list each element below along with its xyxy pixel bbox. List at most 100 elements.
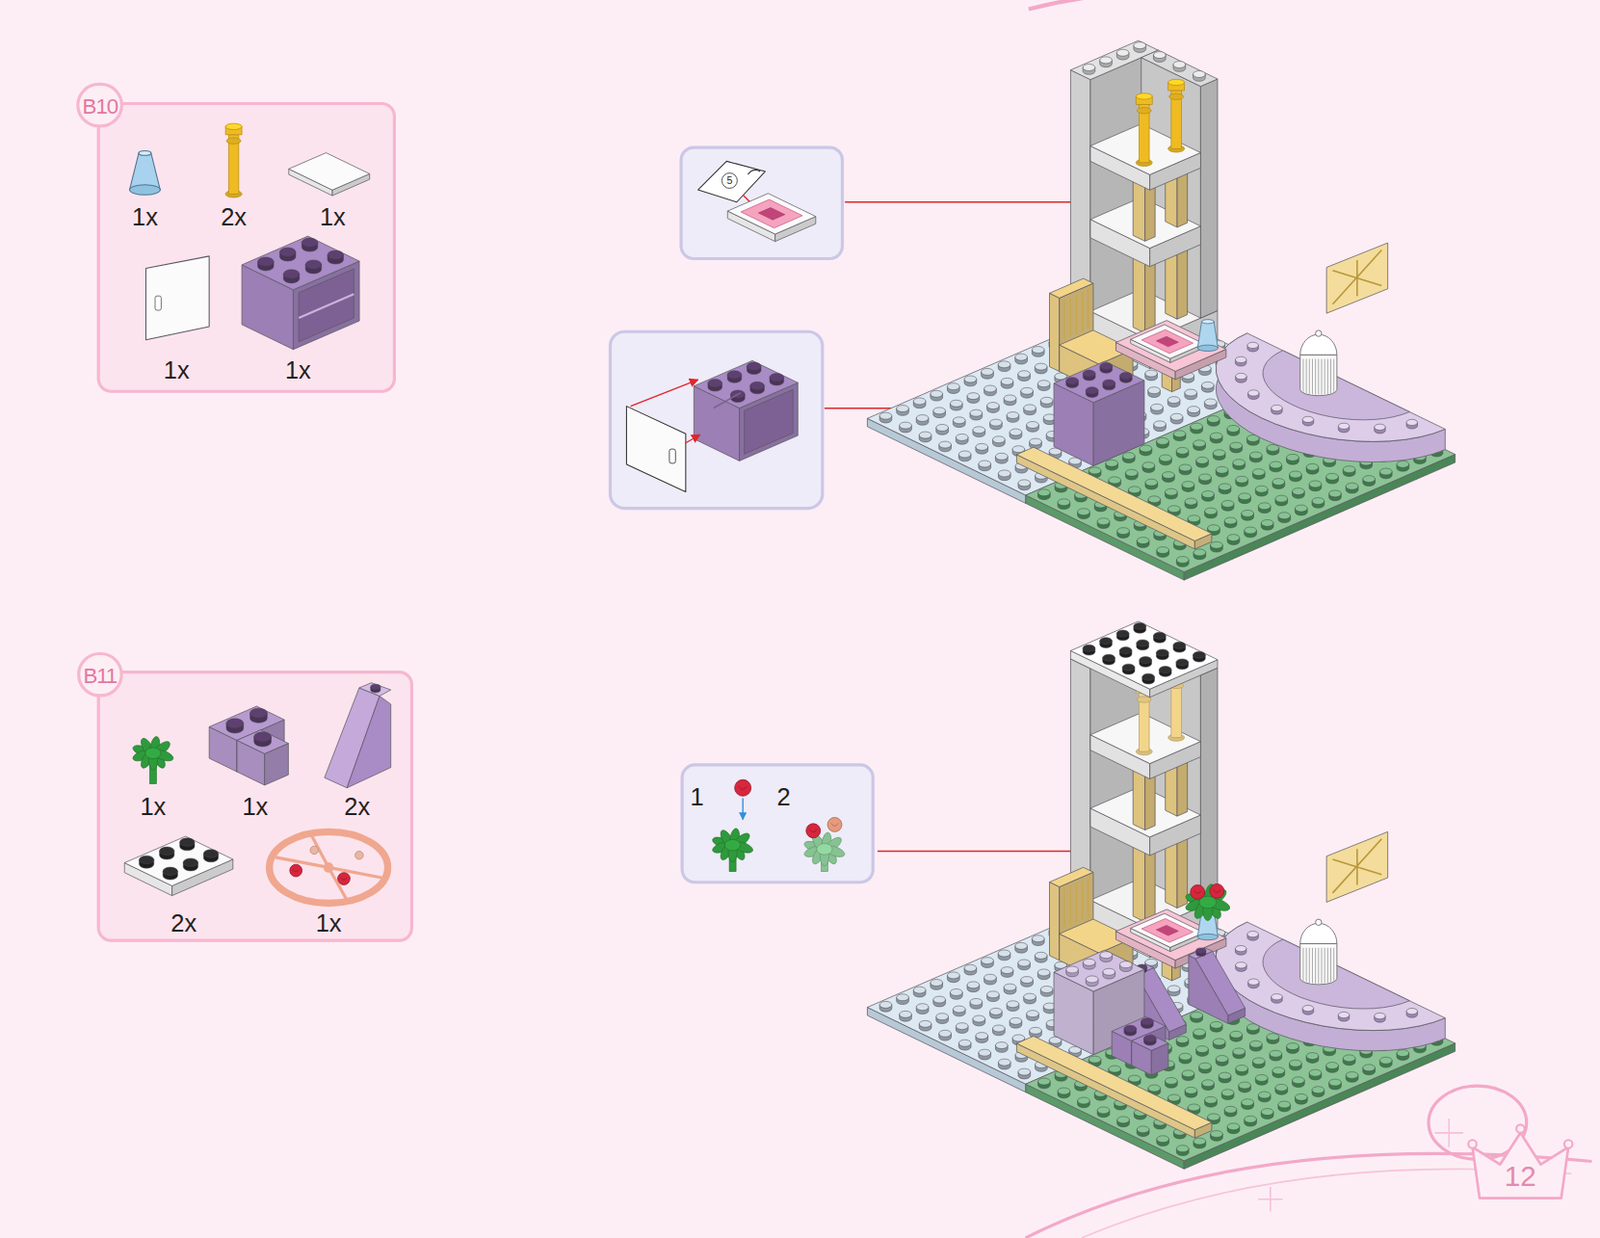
callout-arrow: [741, 797, 743, 819]
stud-top: [1187, 406, 1201, 414]
substep-number: 1: [689, 785, 704, 810]
stud-top: [1326, 1062, 1339, 1070]
stud-top: [946, 383, 960, 391]
stud-top: [975, 443, 989, 450]
candle-collar: [226, 137, 241, 144]
panel-grounds: [97, 102, 875, 943]
stud-top: [933, 996, 946, 1003]
stud-top: [972, 1015, 986, 1023]
dome-rib: [1330, 359, 1332, 394]
rose: [289, 864, 303, 877]
stud-top: [933, 407, 946, 415]
stud-top: [1205, 507, 1218, 515]
sticker-print: [1141, 918, 1193, 943]
stud-top: [1309, 1069, 1322, 1076]
dome-cap: [1300, 334, 1338, 355]
stud-top: [1040, 986, 1053, 994]
callout-frame: [609, 331, 822, 508]
stud-top: [1176, 1145, 1189, 1153]
stud-top: [1232, 459, 1246, 467]
stud-top: [226, 718, 244, 729]
stud-top: [1286, 1043, 1300, 1050]
stud-top: [1085, 975, 1099, 983]
stud-top: [1209, 1021, 1223, 1028]
cone-part: [138, 151, 152, 157]
stud-top: [992, 1024, 1005, 1032]
stud-top: [1210, 541, 1224, 549]
stud-top: [955, 1022, 969, 1030]
stud-top: [1082, 64, 1096, 72]
stud-top: [1026, 1010, 1040, 1018]
rose-petal: [738, 786, 747, 789]
candle-top: [1135, 93, 1153, 100]
stud-top: [997, 949, 1011, 957]
stud-top: [1190, 1011, 1204, 1019]
stud-top: [1167, 396, 1181, 404]
vase-bottom: [1197, 344, 1218, 351]
fountain-top: [1215, 921, 1445, 1030]
chair-ridge: [1064, 888, 1066, 927]
stud-top: [1029, 438, 1043, 446]
part-quantity: 1x: [131, 205, 158, 230]
stud-top: [162, 866, 178, 875]
stud-top: [1179, 1052, 1192, 1060]
slope-face: [1188, 947, 1213, 959]
stud-top: [987, 402, 1000, 410]
stud-top: [1100, 637, 1113, 645]
stud-top: [1255, 1074, 1268, 1081]
fountain-basin: [1262, 350, 1410, 420]
stud-top: [1184, 389, 1198, 396]
stud-top: [1396, 1049, 1410, 1057]
stud-top: [1018, 959, 1031, 967]
stud-top: [987, 991, 1000, 998]
chair-ridge: [1070, 886, 1072, 925]
fence-lattice: [1356, 260, 1359, 296]
stud-top: [1190, 422, 1204, 430]
stud-top: [1292, 488, 1306, 496]
stud-top: [1212, 449, 1226, 457]
stud-top: [159, 846, 175, 855]
stud-top: [1154, 420, 1167, 428]
stud-top: [1136, 537, 1150, 545]
stud-top: [913, 986, 926, 994]
stud-top: [1158, 666, 1172, 674]
stud-top: [978, 460, 992, 468]
stud-top: [1396, 460, 1410, 468]
chair-ridge: [1081, 291, 1083, 331]
stud-top: [1326, 472, 1339, 480]
slope-part: [346, 695, 392, 787]
cone-part: [130, 184, 161, 196]
stud-top: [1108, 476, 1122, 484]
chair-ridge: [1087, 878, 1089, 918]
dome-rib: [1311, 359, 1313, 395]
rose: [827, 817, 842, 833]
fence-lattice: [1332, 839, 1382, 893]
stud-top: [1289, 471, 1303, 478]
callout-arrow: [685, 434, 701, 443]
stud-top: [896, 994, 910, 1001]
stud-top: [1085, 387, 1099, 394]
brick-face: [1131, 1033, 1169, 1051]
stud-top: [1184, 498, 1198, 505]
stud-top: [955, 433, 969, 441]
chair-ridge: [1087, 289, 1089, 329]
stud-top: [1088, 467, 1102, 474]
chair-ridge: [1081, 880, 1083, 919]
stud-top: [1309, 480, 1322, 488]
dome-rib: [1333, 947, 1335, 981]
door-handle: [669, 448, 676, 464]
stud-top: [1006, 1000, 1020, 1008]
dome-rib: [1306, 359, 1308, 394]
stud-top: [1255, 485, 1268, 493]
stud-top: [1148, 496, 1161, 503]
callout-box: 5: [680, 145, 845, 261]
stud-top: [1018, 370, 1031, 378]
stud-top: [1153, 631, 1166, 639]
slope-part: [359, 682, 392, 697]
stud-top: [1136, 1126, 1150, 1133]
model-step-b10: [866, 40, 1455, 580]
dome-rib: [1317, 947, 1319, 984]
fountain-top: [1215, 333, 1445, 442]
door-handle: [155, 295, 161, 311]
